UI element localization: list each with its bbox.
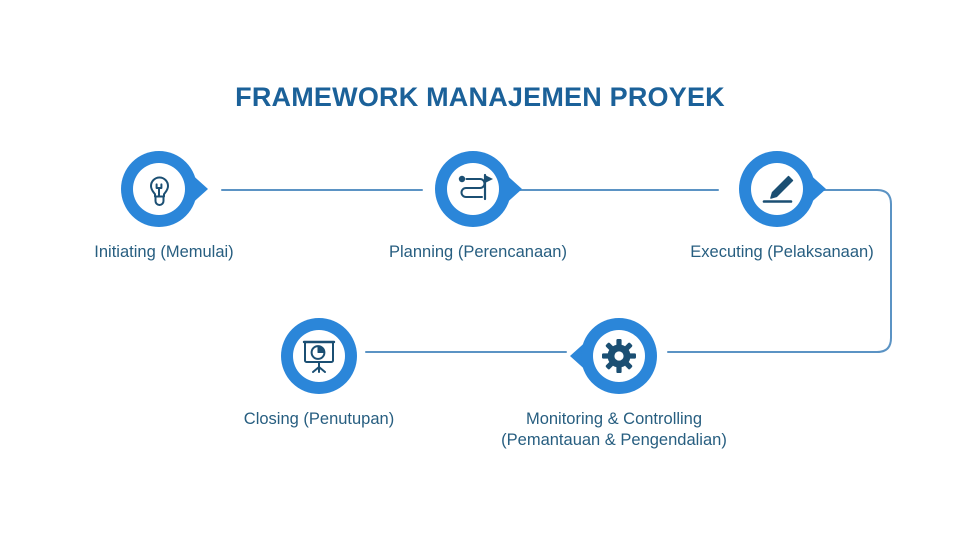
step-closing-label: Closing (Penutupan) (243, 410, 395, 428)
badge-inner (293, 330, 345, 382)
page-title: FRAMEWORK MANAJEMEN PROYEK (235, 82, 725, 112)
step-closing-badge (271, 313, 367, 399)
step-monitoring-label: Monitoring & Controlling (Pemantauan & P… (501, 410, 727, 449)
step-planning-label: Planning (Perencanaan) (389, 243, 567, 261)
step-executing-badge (734, 146, 830, 232)
step-monitoring-badge (566, 313, 662, 399)
step-executing-label: Executing (Pelaksanaan) (690, 243, 874, 261)
gear-icon (602, 339, 636, 373)
roadmap-flag-icon (458, 173, 493, 201)
step-executing[interactable]: Executing (Pelaksanaan) (667, 146, 897, 263)
step-initiating[interactable]: Initiating (Memulai) (74, 146, 254, 263)
lightbulb-icon (150, 176, 169, 206)
step-initiating-label: Initiating (Memulai) (94, 243, 234, 261)
step-monitoring[interactable]: Monitoring & Controlling (Pemantauan & P… (501, 313, 727, 451)
presentation-pie-chart-icon (302, 340, 336, 373)
pencil-write-icon (762, 175, 794, 203)
step-planning[interactable]: Planning (Perencanaan) (368, 146, 588, 263)
step-planning-badge (430, 146, 526, 232)
step-closing[interactable]: Closing (Penutupan) (224, 313, 414, 430)
step-initiating-badge (116, 146, 212, 232)
